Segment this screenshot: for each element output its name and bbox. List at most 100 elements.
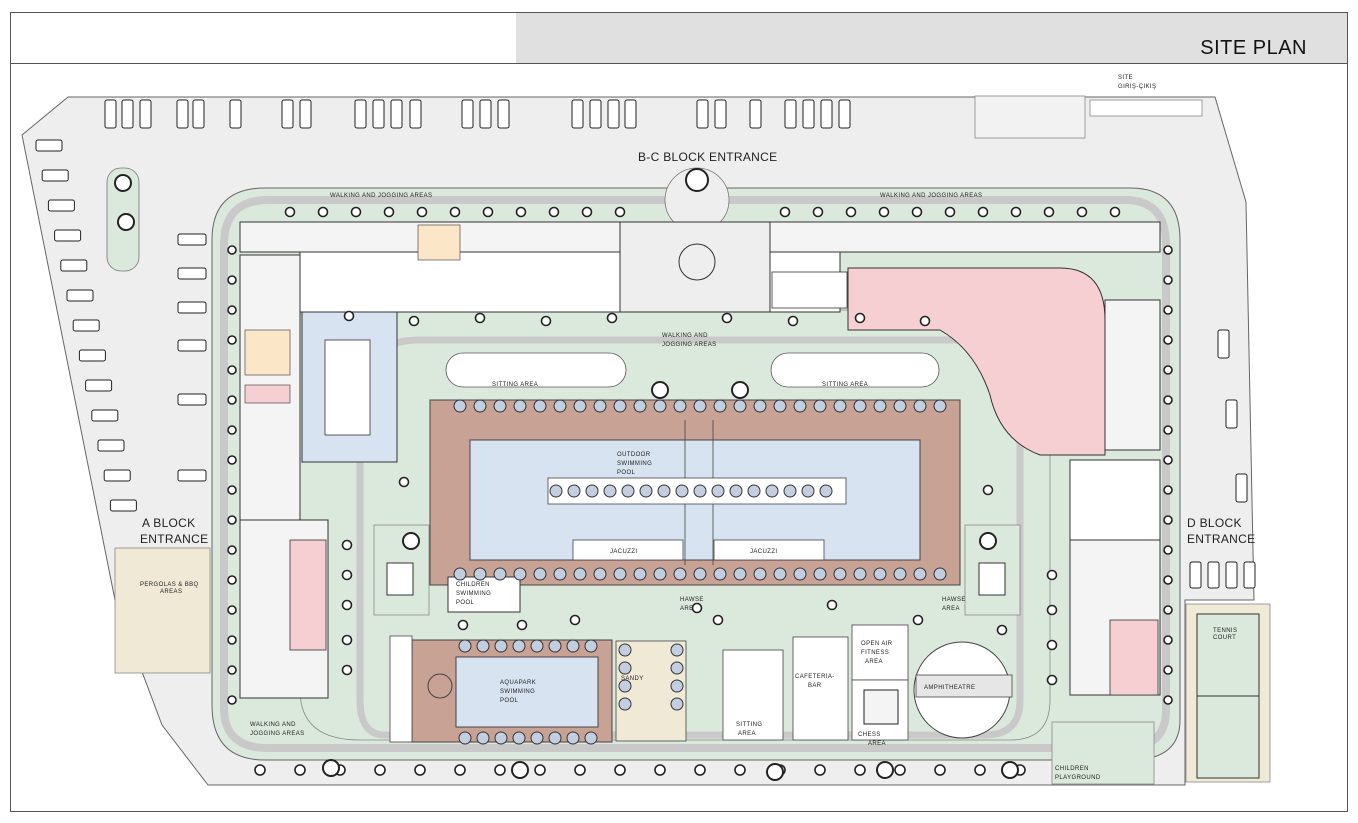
tree-icon	[322, 759, 340, 777]
parked-car-icon	[1189, 561, 1202, 589]
parked-car-icon	[497, 99, 510, 129]
umbrella-icon	[853, 567, 867, 581]
tree-icon	[1163, 575, 1173, 585]
chess-label-2: AREA	[868, 741, 886, 747]
aquapark-label-2: SWIMMING	[500, 689, 535, 695]
parked-car-icon	[177, 469, 207, 482]
umbrella-icon	[733, 567, 747, 581]
parked-car-icon	[802, 99, 815, 129]
umbrella-icon	[548, 731, 562, 745]
tree-icon	[516, 619, 528, 631]
tree-icon	[1163, 245, 1173, 255]
site-gate-label-2: GIRIŞ-ÇIKIŞ	[1118, 84, 1156, 90]
tree-icon	[1163, 425, 1173, 435]
outdoor-pool-label-2: SWIMMING	[617, 461, 652, 467]
tree-icon	[227, 425, 237, 435]
parked-car-icon	[1225, 561, 1238, 589]
tree-icon	[227, 575, 237, 585]
parked-car-icon	[78, 349, 106, 362]
parked-car-icon	[176, 99, 189, 129]
aquapark-water	[455, 656, 599, 728]
walk-center-label-2: JOGGING AREAS	[662, 342, 717, 348]
drawing-frame	[10, 12, 1348, 812]
tree-icon	[341, 599, 353, 611]
parked-car-icon	[192, 99, 205, 129]
umbrella-icon	[549, 484, 563, 498]
water-slide-spiral	[427, 673, 453, 699]
umbrella-icon	[657, 484, 671, 498]
tree-icon	[317, 206, 329, 218]
tree-icon	[1163, 635, 1173, 645]
tree-icon	[408, 315, 420, 327]
tree-icon	[721, 312, 733, 324]
aquapark-label: AQUAPARK	[500, 680, 536, 686]
umbrella-icon	[573, 567, 587, 581]
walk-top-right-label: WALKING AND JOGGING AREAS	[880, 193, 982, 199]
aquapark-label-3: POOL	[500, 698, 519, 704]
umbrella-icon	[453, 399, 467, 413]
parked-car-icon	[1217, 329, 1230, 359]
parked-car-icon	[35, 139, 63, 152]
title-block	[10, 12, 1348, 64]
grate-left	[386, 562, 414, 596]
tree-icon	[227, 545, 237, 555]
umbrella-icon	[733, 399, 747, 413]
site-gate-label: SITE	[1118, 75, 1133, 81]
tree-icon	[534, 764, 546, 776]
parked-car-icon	[66, 289, 94, 302]
umbrella-icon	[453, 567, 467, 581]
umbrella-icon	[618, 643, 632, 657]
parking-car-group	[35, 99, 1256, 589]
children-pool-label-2: SWIMMING	[456, 591, 491, 597]
umbrella-icon	[548, 639, 562, 653]
umbrella-icon	[813, 399, 827, 413]
parked-car-icon	[281, 99, 294, 129]
umbrella-icon	[693, 567, 707, 581]
umbrella-icon	[783, 484, 797, 498]
tree-icon	[574, 764, 586, 776]
tree-icon	[614, 764, 626, 776]
sandy-label: SANDY	[621, 676, 644, 682]
tree-icon	[876, 761, 894, 779]
tree-icon	[977, 206, 989, 218]
parked-car-icon	[103, 469, 131, 482]
umbrella-icon	[566, 639, 580, 653]
fitness-area	[851, 624, 909, 681]
tree-icon	[449, 206, 461, 218]
tree-icon	[1163, 395, 1173, 405]
umbrella-icon	[493, 567, 507, 581]
parked-car-icon	[47, 199, 75, 212]
room-highlight-orange	[417, 224, 461, 261]
tree-icon	[515, 206, 527, 218]
tree-icon	[606, 312, 618, 324]
parked-car-icon	[372, 99, 385, 129]
tree-icon	[398, 476, 410, 488]
site-gate-zone	[974, 95, 1086, 139]
outdoor-pool-label-3: POOL	[617, 470, 636, 476]
umbrella-icon	[533, 399, 547, 413]
umbrella-icon	[639, 484, 653, 498]
bc-entrance-label: B-C BLOCK ENTRANCE	[638, 150, 777, 164]
umbrella-icon	[670, 661, 684, 675]
tree-icon	[482, 206, 494, 218]
walk-bottom-label-2: JOGGING AREAS	[250, 731, 305, 737]
tree-icon	[712, 614, 724, 626]
tree-icon	[934, 764, 946, 776]
tree-icon	[227, 335, 237, 345]
umbrella-icon	[793, 399, 807, 413]
building-d-upper	[1104, 299, 1161, 451]
umbrella-icon	[873, 399, 887, 413]
tree-icon	[341, 539, 353, 551]
grate-right	[978, 562, 1006, 596]
umbrella-icon	[833, 399, 847, 413]
umbrella-icon	[753, 399, 767, 413]
sitting-area-right-label: SITTING AREA	[822, 382, 868, 388]
children-pool	[447, 576, 521, 613]
fitness-label-3: AREA	[865, 659, 883, 665]
umbrella-icon	[618, 661, 632, 675]
tree-icon	[996, 624, 1008, 636]
umbrella-icon	[476, 639, 490, 653]
umbrella-icon	[473, 567, 487, 581]
tree-icon	[787, 315, 799, 327]
